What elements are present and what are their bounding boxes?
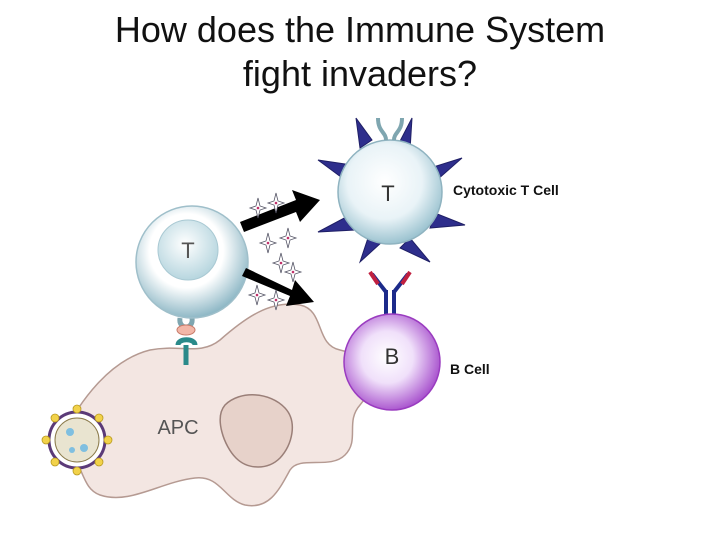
b-cell-label: B Cell xyxy=(450,361,490,377)
apc-membrane xyxy=(59,303,370,507)
b-cell: B xyxy=(343,270,441,411)
cytotoxic-t-letter: T xyxy=(381,181,394,206)
cytotoxic-t-label: Cytotoxic T Cell xyxy=(453,182,559,198)
cytotoxic-t-cell: T xyxy=(317,117,466,264)
title-line-2: fight invaders? xyxy=(242,53,478,94)
tcr-icon xyxy=(376,117,404,141)
cytokine-star-core xyxy=(255,201,295,302)
slide-title: How does the Immune System fight invader… xyxy=(0,8,720,96)
title-line-1: How does the Immune System xyxy=(114,9,606,50)
b-cell-letter: B xyxy=(385,344,400,369)
apc-nucleus xyxy=(219,394,294,468)
receptor-icon xyxy=(175,317,198,365)
virus-icon xyxy=(41,404,113,476)
helper-t-cell: T xyxy=(135,205,249,319)
apc-label: APC xyxy=(157,417,198,439)
helper-t-letter: T xyxy=(181,238,194,263)
apc-cell: APC xyxy=(59,303,370,507)
arrow-icon xyxy=(242,268,314,306)
arrow-icon xyxy=(240,190,320,232)
